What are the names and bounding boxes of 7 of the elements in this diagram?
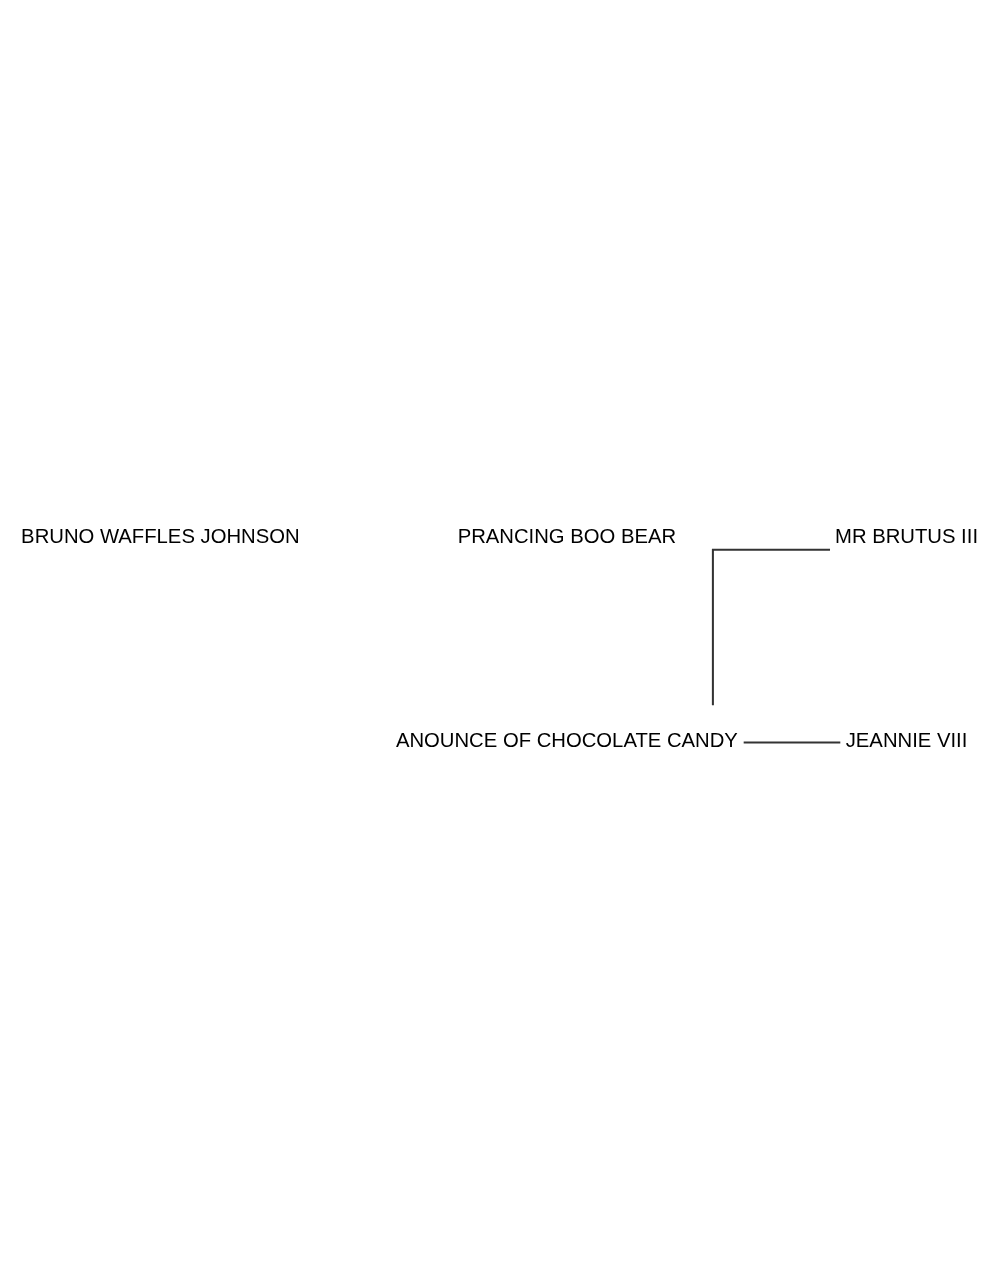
node-text: ANOUNCE OF CHOCOLATE CANDY <box>395 729 738 752</box>
node-text: JEANNIE VIII <box>845 729 968 752</box>
connector <box>743 741 841 744</box>
node-text: PRANCING BOO BEAR <box>457 524 677 547</box>
node-text: MR BRUTUS III <box>835 524 979 547</box>
node-text: BRUNO WAFFLES JOHNSON <box>21 524 300 547</box>
connector <box>711 548 830 706</box>
